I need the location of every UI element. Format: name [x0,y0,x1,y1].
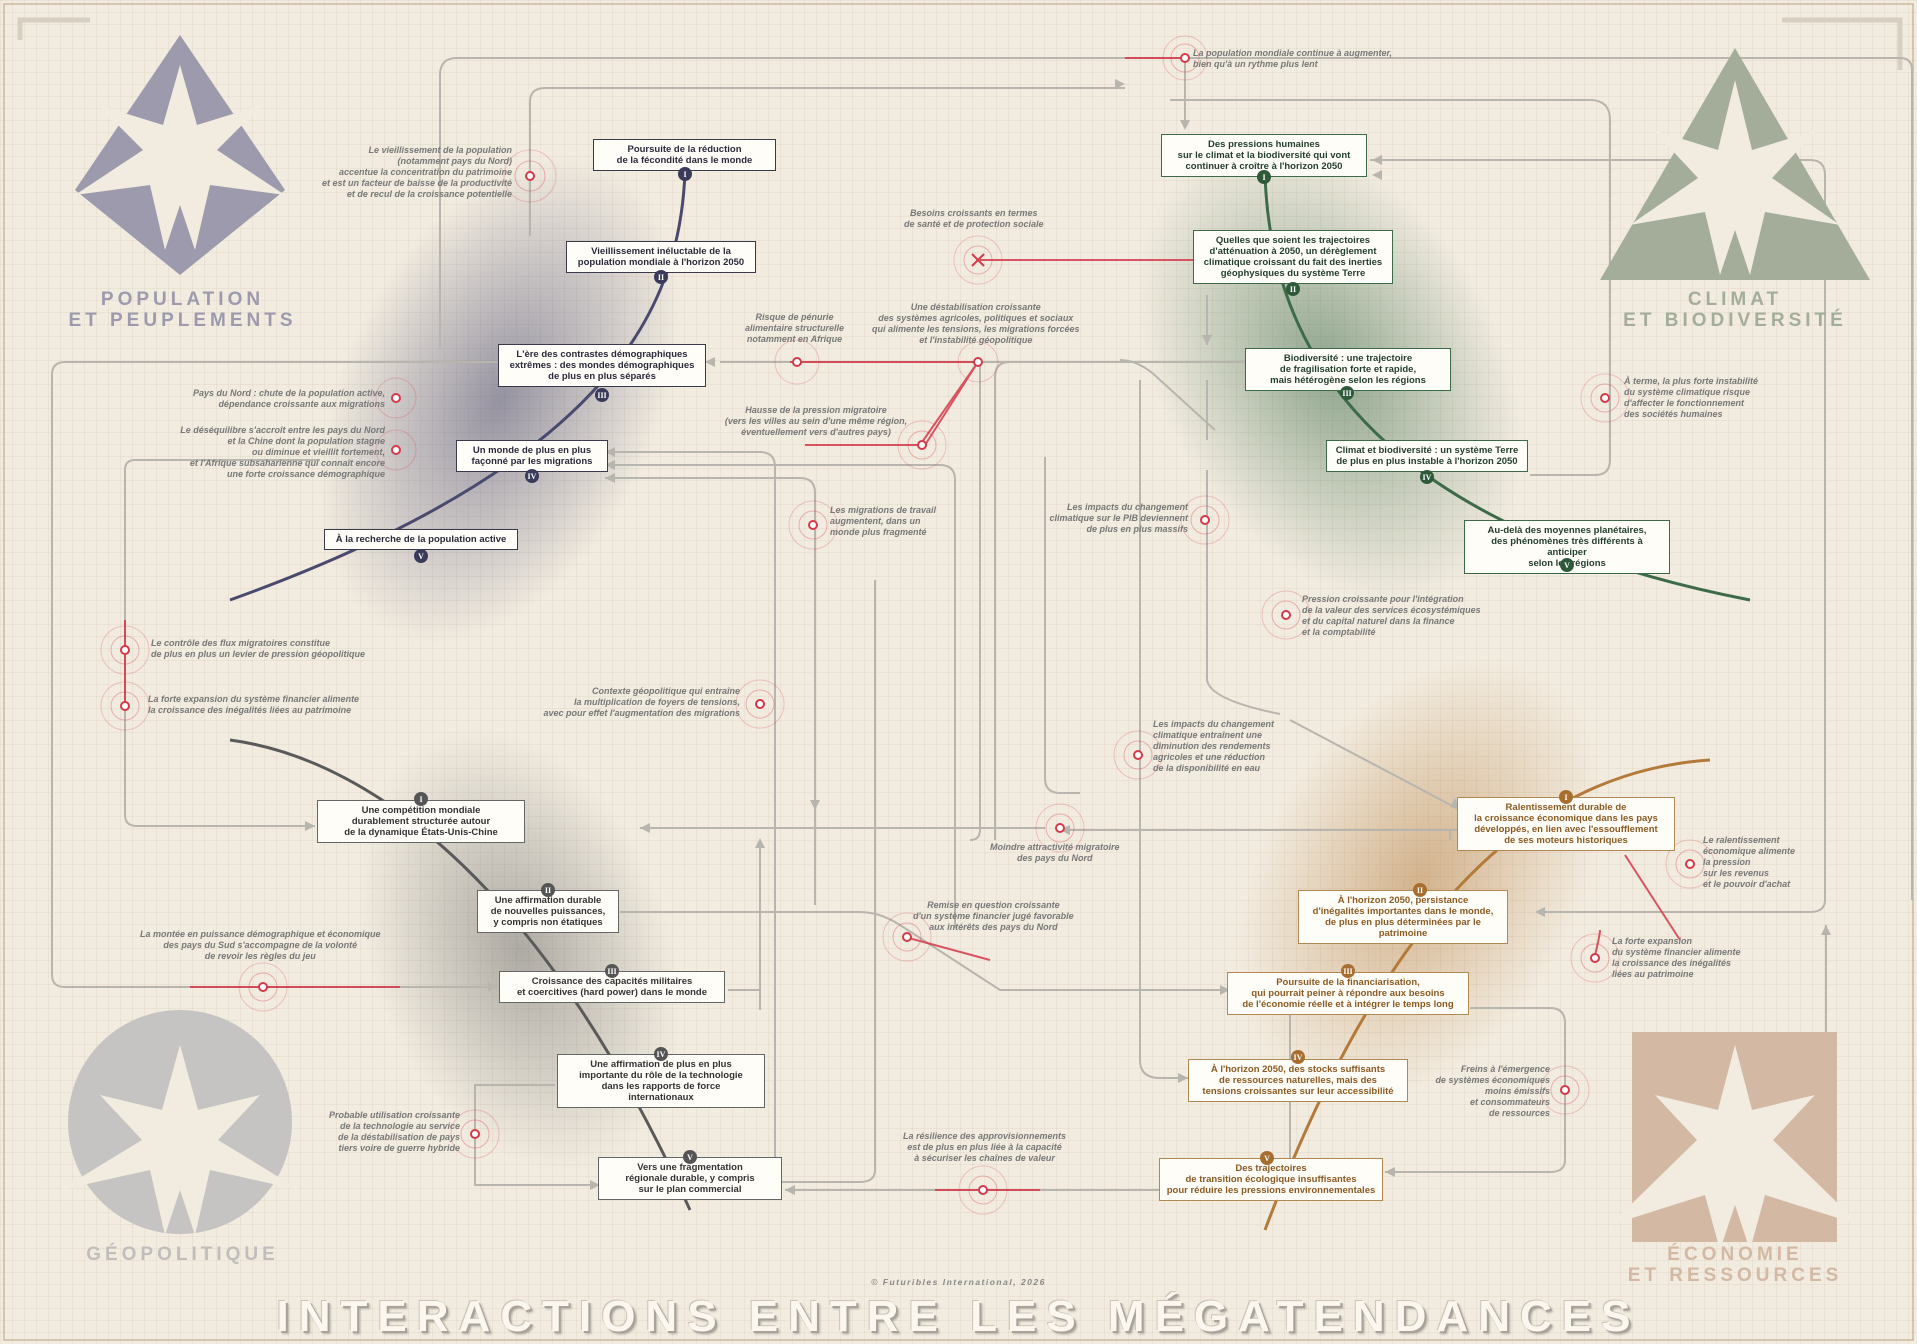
signal-marker [1261,590,1311,640]
star-emblem-icon [75,35,285,275]
signal-marker [100,681,150,731]
trend-box[interactable]: À la recherche de la population active [324,529,518,550]
interaction-note: La résilience des approvisionnements est… [903,1131,1067,1163]
signal-marker [100,625,150,675]
signal-marker [1180,495,1230,545]
page-title: INTERACTIONS ENTRE LES MÉGATENDANCES [276,1292,1641,1341]
trend-box[interactable]: Des pressions humaines sur le climat et … [1161,134,1367,177]
signal-marker [1540,1065,1590,1115]
connector-lines [51,57,1913,1191]
trend-box[interactable]: À l'horizon 2050, des stocks suffisants … [1188,1059,1408,1102]
signal-marker [958,1165,1008,1215]
trend-box[interactable]: Un monde de plus en plus façonné par les… [456,440,608,472]
signal-markers [100,35,1715,1215]
signal-marker [1580,373,1630,423]
trend-box[interactable]: Biodiversité : une trajectoire de fragil… [1245,348,1451,391]
trend-box[interactable]: Une affirmation durable de nouvelles pui… [477,890,619,933]
interaction-note: Le contrôle des flux migratoires constit… [151,638,366,659]
trend-box[interactable]: Croissance des capacités militaires et c… [499,971,725,1003]
trend-box[interactable]: Des trajectoires de transition écologiqu… [1159,1158,1383,1201]
trend-box[interactable]: Une compétition mondiale durablement str… [317,800,525,843]
interaction-note: Moindre attractivité migratoire des pays… [990,842,1120,863]
quadrant-title-climat: CLIMAT ET BIODIVERSITÉ [1623,289,1847,331]
signal-marker [503,149,557,203]
signal-marker [788,500,838,550]
interaction-note: La forte expansion du système financier … [1612,936,1741,979]
trend-box[interactable]: Climat et biodiversité : un système Terr… [1326,440,1528,472]
frame-corner [1782,17,1903,70]
trend-box[interactable]: L'ère des contrastes démographiques extr… [498,344,706,387]
signal-marker [735,679,785,729]
signal-marker [774,339,820,385]
quadrant-title-economie: ÉCONOMIE ET RESSOURCES [1627,1244,1843,1286]
trend-box[interactable]: Vers une fragmentation régionale durable… [598,1157,782,1200]
trend-box[interactable]: Ralentissement durable de la croissance … [1457,797,1675,851]
interaction-note: Le vieillissement de la population (nota… [321,145,512,199]
signal-marker [1035,803,1085,853]
connector-arrows [305,79,1831,1195]
interaction-note: Probable utilisation croissante de la te… [328,1110,460,1153]
interaction-note: Remise en question croissante d'un systè… [913,900,1074,932]
interaction-note: Le ralentissement économique alimente la… [1703,835,1796,889]
signal-marker [882,912,932,962]
interaction-note: Les impacts du changement climatique ent… [1153,719,1275,773]
interaction-note: Pays du Nord : chute de la population ac… [192,388,385,409]
interaction-note: La montée en puissance démographique et … [140,929,381,961]
signal-marker [1162,35,1208,81]
trend-box[interactable]: Poursuite de la réduction de la fécondit… [593,139,776,171]
signal-marker [375,429,417,471]
trend-box[interactable]: Quelles que soient les trajectoires d'at… [1193,230,1393,284]
interaction-note: Le déséquilibre s'accroît entre les pays… [180,425,385,479]
signal-marker [957,341,999,383]
signal-marker [1113,730,1163,780]
trend-box[interactable]: À l'horizon 2050, persistance d'inégalit… [1298,890,1508,944]
interaction-note: À terme, la plus forte instabilité du sy… [1624,376,1759,419]
signal-marker [450,1109,500,1159]
interaction-note: Les impacts du changement climatique sur… [1049,502,1188,534]
star-triangle-icon [1600,48,1870,280]
quadrant-title-geopolitique: GÉOPOLITIQUE [86,1244,279,1265]
copyright-label: © Futuribles International, 2026 [871,1277,1046,1287]
interaction-note: La population mondiale continue à augmen… [1193,48,1393,69]
interaction-note: Hausse de la pression migratoire (vers l… [724,405,908,437]
interaction-note: Pression croissante pour l'intégration d… [1302,594,1481,637]
trend-box[interactable]: Poursuite de la financiarisation, qui po… [1227,972,1469,1015]
frame-corner [17,17,90,40]
signal-marker [953,235,1003,285]
star-circle-icon [60,1010,300,1235]
interaction-note: Contexte géopolitique qui entraîne la mu… [543,686,740,718]
interaction-note: Besoins croissants en termes de santé et… [904,208,1044,229]
interaction-note: Risque de pénurie alimentaire structurel… [745,312,845,344]
interaction-note: La forte expansion du système financier … [148,694,360,715]
signal-marker [1665,839,1715,889]
trend-box[interactable]: Vieillissement inéluctable de la populat… [566,241,756,273]
signal-marker [897,420,947,470]
quadrant-title-population: POPULATION ET PEUPLEMENTS [68,289,297,331]
signal-marker [238,962,288,1012]
interaction-note: Freins à l'émergence de systèmes économi… [1435,1064,1550,1118]
star-square-icon [1610,1032,1860,1250]
trend-box[interactable]: Au-delà des moyennes planétaires, des ph… [1464,520,1670,574]
trend-box[interactable]: Une affirmation de plus en plus importan… [557,1054,765,1108]
signal-marker [375,377,417,419]
signal-marker [1570,933,1620,983]
interaction-note: Une déstabilisation croissante des systè… [872,302,1080,345]
interaction-note: Les migrations de travail augmentent, da… [830,505,937,537]
signal-lines [124,57,1681,1191]
